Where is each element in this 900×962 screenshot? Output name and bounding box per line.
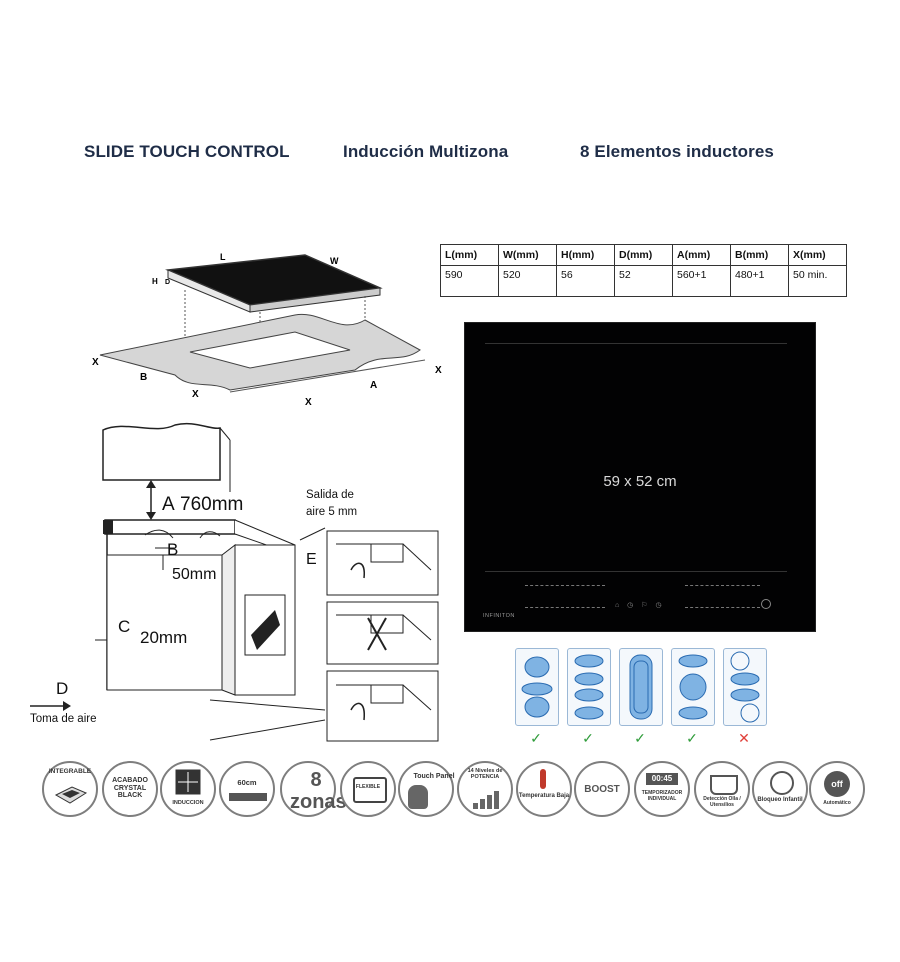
table-header: B(mm) (730, 244, 789, 266)
table-header: X(mm) (788, 244, 847, 266)
air-intake-label: Toma de aire (30, 713, 97, 725)
slider-left (525, 585, 605, 587)
installation-diagram (30, 422, 326, 741)
label-b: B (140, 372, 147, 383)
zone-check: ✓ (582, 730, 594, 746)
label-w: W (330, 256, 339, 266)
width-icon: 60cm (219, 761, 275, 817)
slider-right (685, 607, 760, 609)
table-cell: 520 (498, 265, 557, 297)
dim-e-letter: E (306, 551, 317, 568)
headline-elements: 8 Elementos inductores (580, 142, 774, 161)
table-header-row: L(mm) W(mm) H(mm) D(mm) A(mm) B(mm) X(mm… (440, 244, 847, 266)
zone-layout-3 (619, 648, 663, 726)
timer-display: 00:45 (646, 773, 678, 785)
zone-marker-bottom (485, 571, 787, 572)
label-x: X (192, 389, 199, 400)
dim-c-letter: C (118, 617, 131, 636)
label-x: X (305, 397, 312, 408)
label-x: X (435, 365, 442, 376)
boost-icon: BOOST (574, 761, 630, 817)
air-outlet-label: Salida de aire 5 mm (306, 489, 358, 518)
table-cell: 52 (614, 265, 673, 297)
table-header: D(mm) (614, 244, 673, 266)
label-a: A (370, 380, 377, 391)
cutout-diagram: L W H D X B X X A X (92, 252, 442, 408)
crystal-black-icon: ACABADO CRYSTAL BLACK (102, 761, 158, 817)
headline-slide-touch: SLIDE TOUCH CONTROL (84, 142, 290, 161)
label-d: D (165, 279, 170, 286)
hob-size-label: 59 x 52 cm (603, 473, 677, 490)
slider-left (525, 607, 605, 609)
dim-b-value: 50mm (172, 566, 217, 583)
zone-check: ✓ (686, 730, 698, 746)
dim-c-value: 20mm (140, 628, 188, 647)
dim-a-value: 760mm (180, 494, 244, 515)
power-levels-icon: 14 Niveles de POTENCIA (457, 761, 513, 817)
zone-layout-5 (723, 648, 767, 726)
zone-check: ✓ (530, 730, 542, 746)
pan-detect-icon: Detección Olla / Utensilios (694, 761, 750, 817)
zone-cross: ✕ (738, 730, 750, 746)
table-cell: 56 (556, 265, 615, 297)
hob-photo: 59 x 52 cm ⌂ ◷ ⚐ ◷ INFINITON (464, 322, 816, 632)
table-cell: 560+1 (672, 265, 731, 297)
label-l: L (220, 252, 226, 262)
table-cell: 480+1 (730, 265, 789, 297)
induction-icon: INDUCCION (160, 761, 216, 817)
zones-icon: 8 zonas (280, 761, 347, 817)
hob-brand: INFINITON (483, 613, 515, 619)
zone-layout-1 (515, 648, 559, 726)
touch-icon: Touch Panel (398, 761, 455, 817)
table-cell: 50 min. (788, 265, 847, 297)
ventilation-details (326, 530, 439, 742)
flexible-icon: FLEXIBLE (340, 761, 396, 817)
integrable-icon: INTEGRABLE (42, 761, 98, 817)
label-x: X (92, 357, 99, 368)
zone-marker-top (485, 343, 787, 344)
dim-b-letter: B (167, 540, 179, 559)
dimensions-table: L(mm) W(mm) H(mm) D(mm) A(mm) B(mm) X(mm… (440, 244, 847, 297)
label-h: H (152, 277, 158, 286)
zone-layout-2 (567, 648, 611, 726)
child-lock-icon: Bloqueo Infantil (752, 761, 808, 817)
zone-layout-4 (671, 648, 715, 726)
control-icons: ⌂ ◷ ⚐ ◷ (615, 602, 665, 609)
headline-multizone: Inducción Multizona (343, 142, 509, 161)
dim-a-letter: A (162, 494, 175, 515)
table-row: 590 520 56 52 560+1 480+1 50 min. (440, 265, 847, 297)
table-header: A(mm) (672, 244, 731, 266)
zone-check: ✓ (634, 730, 646, 746)
table-header: H(mm) (556, 244, 615, 266)
dim-d-letter: D (56, 679, 69, 698)
low-temp-icon: Temperatura Baja (516, 761, 572, 817)
off-display: off (824, 771, 850, 797)
table-header: W(mm) (498, 244, 557, 266)
power-icon (761, 599, 771, 609)
slider-right (685, 585, 760, 587)
